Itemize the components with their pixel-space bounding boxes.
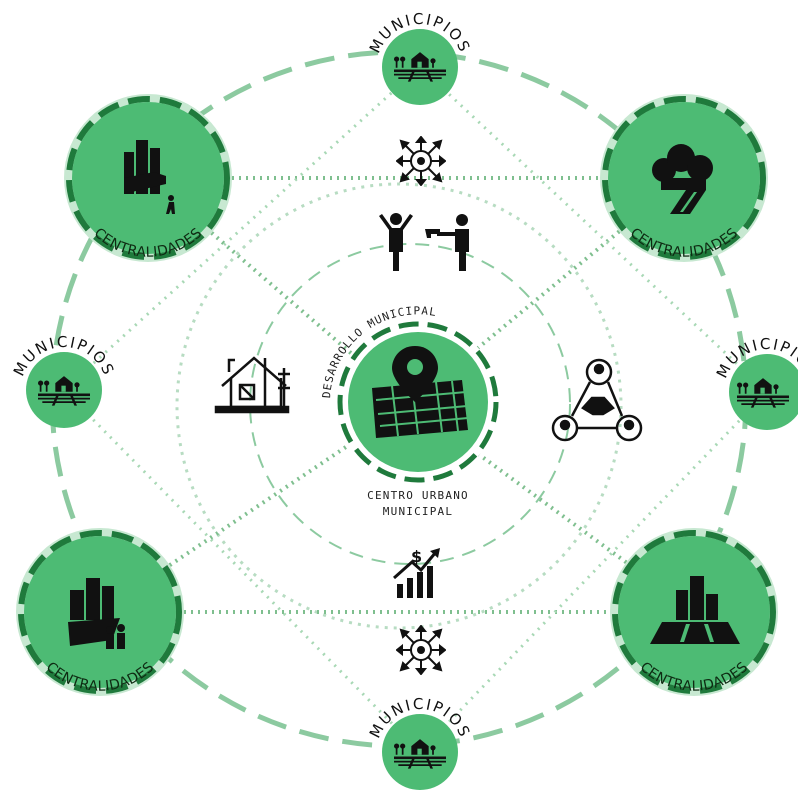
network-arrows-icon bbox=[396, 625, 446, 675]
light-diamond-links bbox=[62, 65, 769, 754]
buildings-family-icon bbox=[68, 578, 125, 649]
trees-road-icon bbox=[652, 144, 713, 214]
municipio-node-left: MUNICIPIOS bbox=[10, 333, 116, 428]
house-construction-icon bbox=[214, 356, 290, 414]
svg-text:$: $ bbox=[411, 547, 422, 566]
centralidad-node-bottom-left: CENTRALIDADES bbox=[16, 528, 184, 696]
centralidad-node-bottom-right: CENTRALIDADES bbox=[610, 528, 778, 696]
armed-robbery-icon bbox=[379, 213, 469, 271]
handshake-network-icon bbox=[551, 358, 643, 442]
inner-dashed-ring bbox=[249, 243, 571, 565]
centralidad-node-top-right: CENTRALIDADES bbox=[600, 94, 768, 262]
map-pin-city-icon bbox=[372, 346, 469, 438]
municipio-node-right: MUNICIPIOS bbox=[713, 335, 798, 430]
center-node: DESARROLLO MUNICIPAL CENTRO URBANO MUNIC… bbox=[320, 304, 499, 518]
middle-dotted-ring bbox=[175, 182, 623, 630]
centralidad-node-top-left: CENTRALIDADES bbox=[64, 94, 232, 262]
money-growth-chart-icon: $ bbox=[393, 547, 440, 598]
skyscrapers-plaza-icon bbox=[650, 576, 740, 644]
center-caption-line1: CENTRO URBANO bbox=[367, 489, 469, 502]
buildings-hand-walker-icon bbox=[124, 140, 175, 214]
network-arrows-icon bbox=[396, 136, 446, 186]
center-caption-line2: MUNICIPAL bbox=[383, 505, 453, 518]
